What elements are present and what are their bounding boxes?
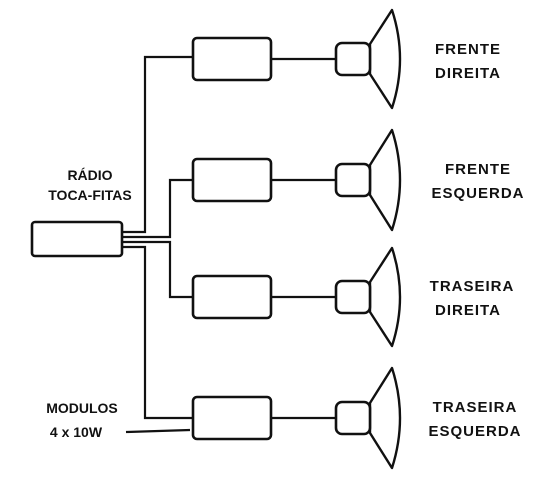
loudspeaker-icon (368, 8, 402, 110)
radio-unit-icon (30, 220, 124, 258)
speaker-wiring (271, 57, 336, 420)
speaker-rear-right (334, 246, 402, 348)
loudspeaker-icon (368, 246, 402, 348)
loudspeaker-icon (368, 128, 402, 232)
amplifier-module-icon (191, 36, 273, 82)
amplifier-module-icon (191, 274, 273, 320)
speaker-label-front-left-line1: FRENTE (445, 161, 511, 178)
source-label-line1: RÁDIO (67, 167, 112, 183)
modules-label-line2: 4 x 10W (50, 424, 103, 440)
speaker-label-front-right-line2: DIREITA (435, 65, 501, 82)
source-label-line2: TOCA-FITAS (48, 187, 131, 203)
loudspeaker-icon (368, 366, 402, 470)
amplifier-module-icon (191, 395, 273, 441)
modules-label-line1: MODULOS (46, 400, 118, 416)
amplifier-module-icon (191, 157, 273, 203)
speaker-label-rear-left-line2: ESQUERDA (428, 423, 521, 440)
speaker-front-right (334, 8, 402, 110)
speaker-front-left (334, 128, 402, 232)
amplifier-modules (191, 36, 273, 441)
speaker-label-rear-right-line1: TRASEIRA (430, 278, 515, 295)
speaker-label-front-left-line2: ESQUERDA (431, 185, 524, 202)
speaker-rear-left (334, 366, 402, 470)
speaker-label-rear-right-line2: DIREITA (435, 302, 501, 319)
wiring (122, 55, 193, 420)
speaker-label-rear-left-line1: TRASEIRA (433, 399, 518, 416)
modules-pointer-line (125, 428, 191, 434)
speaker-label-front-right-line1: FRENTE (435, 41, 501, 58)
